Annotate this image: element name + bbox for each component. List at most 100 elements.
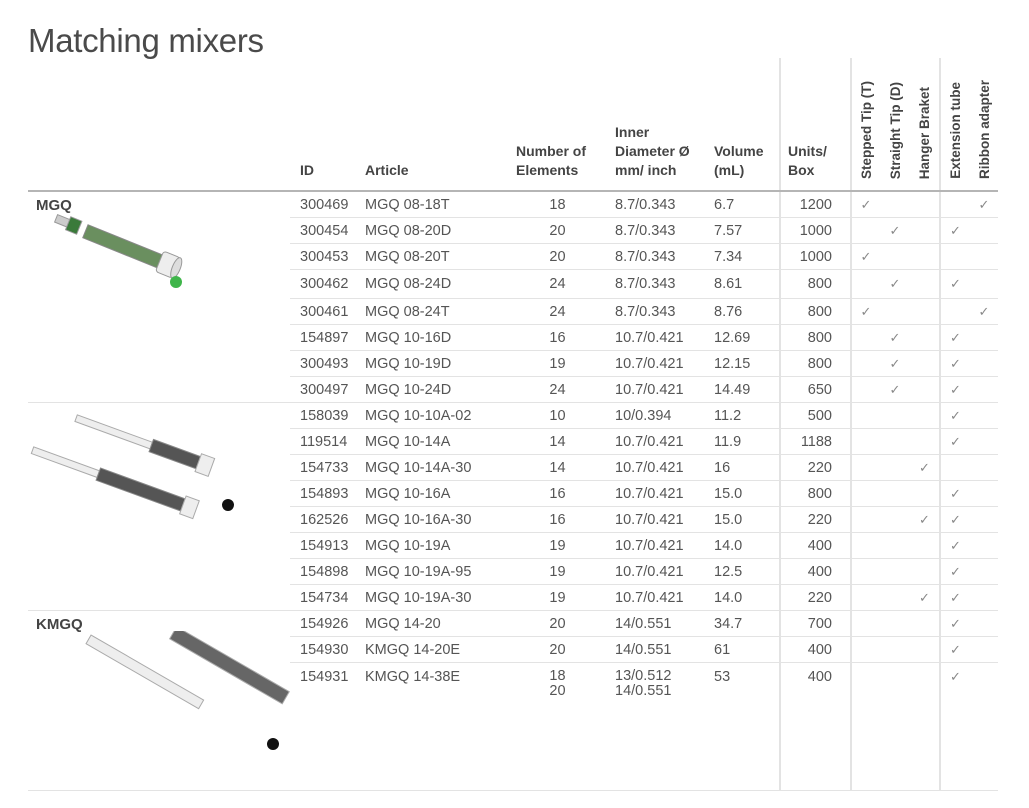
cell-ribbon: ✓ [970,298,998,325]
cell-ribbon [970,610,998,637]
cell-extension [939,191,970,218]
green-dot-icon [170,276,182,288]
black-dot-icon [222,499,234,511]
cell-units: 220 [779,506,851,533]
cell-ribbon [970,269,998,299]
cell-id: 154734 [290,584,365,611]
cell-hanger [910,610,940,637]
cell-ribbon [970,506,998,533]
cell-straight-tip: ✓ [880,350,910,377]
cell-diameter: 10.7/0.421 [610,324,708,351]
cell-extension: ✓ [939,324,970,351]
cell-volume: 11.2 [708,402,780,429]
cell-ribbon [970,584,998,611]
cell-extension: ✓ [939,584,970,611]
cell-hanger [910,428,940,455]
cell-extension: ✓ [939,506,970,533]
cell-article: MGQ 10-19A [365,532,505,559]
cell-ribbon [970,480,998,507]
cell-article: MGQ 10-14A [365,428,505,455]
cell-stepped-tip [850,662,880,791]
cell-stepped-tip [850,350,880,377]
cell-hanger [910,402,940,429]
cell-extension: ✓ [939,217,970,244]
cell-stepped-tip [850,610,880,637]
cell-article: MGQ 10-19A-95 [365,558,505,585]
cell-units: 800 [779,269,851,299]
cell-straight-tip [880,454,910,481]
cell-units: 220 [779,454,851,481]
cell-straight-tip [880,558,910,585]
mgq-mixer-image [53,214,183,288]
cell-volume: 53 [708,662,780,791]
cell-elements: 19 [505,558,610,585]
cell-straight-tip [880,402,910,429]
cell-diameter: 10.7/0.421 [610,454,708,481]
cell-extension: ✓ [939,269,970,299]
cell-elements: 20 [505,217,610,244]
cell-extension: ✓ [939,402,970,429]
check-icon: ✓ [889,355,901,371]
cell-ribbon [970,558,998,585]
cell-volume: 15.0 [708,480,780,507]
cell-units: 400 [779,636,851,663]
cell-diameter: 8.7/0.343 [610,191,708,218]
cell-extension: ✓ [939,376,970,403]
cell-diameter: 8.7/0.343 [610,217,708,244]
cell-elements: 16 [505,480,610,507]
cell-straight-tip [880,298,910,325]
check-icon: ✓ [860,196,872,212]
cell-extension: ✓ [939,480,970,507]
header-row: ID Article Number of Elements Inner Diam… [28,58,998,192]
cell-hanger [910,243,940,270]
cell-elements: 10 [505,402,610,429]
cell-units: 1000 [779,217,851,244]
cell-straight-tip [880,243,910,270]
cell-units: 800 [779,298,851,325]
check-icon: ✓ [950,589,961,605]
mgq-a-mixer-image [30,414,234,520]
cell-units: 400 [779,662,851,791]
cell-article: MGQ 10-24D [365,376,505,403]
cell-straight-tip: ✓ [880,269,910,299]
cell-diameter: 10.7/0.421 [610,584,708,611]
cell-volume: 7.57 [708,217,780,244]
cell-elements: 19 [505,584,610,611]
header-straight-tip: Straight Tip (D) [880,58,910,192]
cell-elements: 20 [505,610,610,637]
cell-article: MGQ 10-19D [365,350,505,377]
cell-extension [939,454,970,481]
cell-hanger: ✓ [910,584,940,611]
cell-elements: 18 [505,191,610,218]
header-units: Units/ Box [779,58,851,192]
cell-extension: ✓ [939,428,970,455]
cell-extension: ✓ [939,350,970,377]
cell-ribbon [970,402,998,429]
cell-units: 1200 [779,191,851,218]
cell-units: 1000 [779,243,851,270]
cell-straight-tip [880,428,910,455]
cell-ribbon [970,217,998,244]
cell-straight-tip [880,610,910,637]
cell-straight-tip [880,480,910,507]
diameter-line: 13/0.512 [615,668,672,684]
cell-hanger [910,636,940,663]
check-icon: ✓ [950,641,961,657]
page-title: Matching mixers [28,22,264,59]
cell-hanger [910,480,940,507]
cell-stepped-tip [850,402,880,429]
cell-id: 154733 [290,454,365,481]
cell-straight-tip [880,662,910,791]
cell-id: 154926 [290,610,365,637]
check-icon: ✓ [919,511,930,527]
cell-id: 154897 [290,324,365,351]
cell-elements: 16 [505,506,610,533]
cell-diameter: 14/0.551 [610,636,708,663]
cell-diameter: 8.7/0.343 [610,243,708,270]
diameter-line: 14/0.551 [615,683,672,699]
cell-extension [939,298,970,325]
